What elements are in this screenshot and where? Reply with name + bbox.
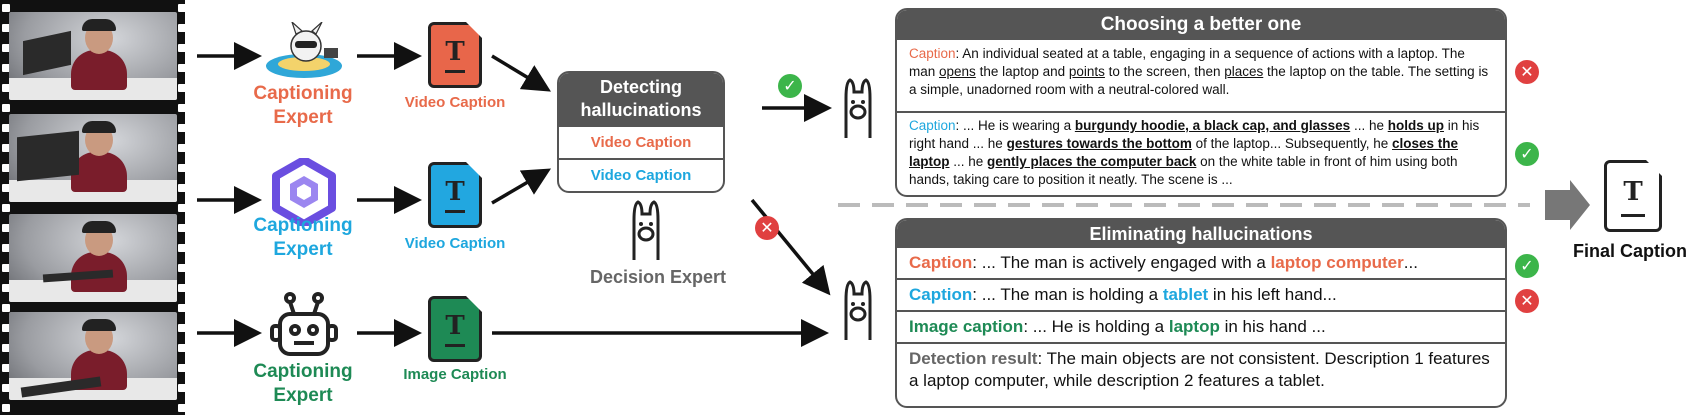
elim-row-1: Caption: ... The man is actively engaged… xyxy=(909,253,1418,272)
llm-mascot-icon xyxy=(262,20,346,80)
image-caption-doc-icon: T xyxy=(428,296,482,362)
cross-icon-eliminate: ✕ xyxy=(755,216,779,240)
video-caption-doc-icon-1: T xyxy=(428,22,482,88)
choosing-better-panel: Choosing a better one Caption: An indivi… xyxy=(895,8,1507,197)
check-icon-caption-2: ✓ xyxy=(1515,142,1539,166)
llama-icon xyxy=(836,78,880,140)
final-caption-label: Final Caption xyxy=(1573,241,1687,261)
cross-icon-elim-2: ✕ xyxy=(1515,289,1539,313)
check-icon-elim-1: ✓ xyxy=(1515,254,1539,278)
llama-icon xyxy=(836,280,880,342)
robot-icon xyxy=(268,292,340,362)
caption-1-text: Caption: An individual seated at a table… xyxy=(909,46,1489,97)
detect-item-video-caption-2: Video Caption xyxy=(559,158,723,191)
captioning-expert-1-label: Captioning Expert xyxy=(253,83,353,128)
cross-icon-caption-1: ✕ xyxy=(1515,60,1539,84)
check-icon-choose: ✓ xyxy=(778,74,802,98)
captioning-expert-2-label: Captioning Expert xyxy=(253,215,353,260)
decision-expert-label: Decision Expert xyxy=(589,267,727,287)
video-frame-1 xyxy=(9,12,177,100)
video-caption-label-2: Video Caption xyxy=(404,235,506,252)
video-frame-2 xyxy=(9,114,177,202)
video-filmstrip xyxy=(0,0,186,415)
elim-row-3: Image caption: ... He is holding a lapto… xyxy=(897,310,1505,342)
elim-row-4: Detection result: The main objects are n… xyxy=(897,342,1505,396)
video-frame-3 xyxy=(9,214,177,302)
video-caption-doc-icon-2: T xyxy=(428,162,482,228)
multimodal-logo-icon xyxy=(270,156,338,228)
eliminating-hallucinations-panel: Eliminating hallucinations Caption: ... … xyxy=(895,218,1507,408)
video-frame-4 xyxy=(9,312,177,400)
choosing-better-title: Choosing a better one xyxy=(897,10,1505,40)
detect-item-video-caption-1: Video Caption xyxy=(590,134,692,151)
detecting-hallucinations-title: Detecting hallucinations xyxy=(559,73,723,127)
captioning-expert-3-label: Captioning Expert xyxy=(253,361,353,406)
elim-row-2: Caption: ... The man is holding a tablet… xyxy=(897,278,1505,310)
final-caption-doc-icon: T xyxy=(1604,160,1662,232)
eliminating-hallucinations-title: Eliminating hallucinations xyxy=(897,220,1505,248)
caption-2-text: Caption: ... He is wearing a burgundy ho… xyxy=(897,111,1505,193)
detecting-hallucinations-box: Detecting hallucinations Video Caption V… xyxy=(557,71,725,193)
video-caption-label-1: Video Caption xyxy=(404,94,506,111)
image-caption-label: Image Caption xyxy=(403,366,507,383)
llama-icon xyxy=(624,200,668,262)
